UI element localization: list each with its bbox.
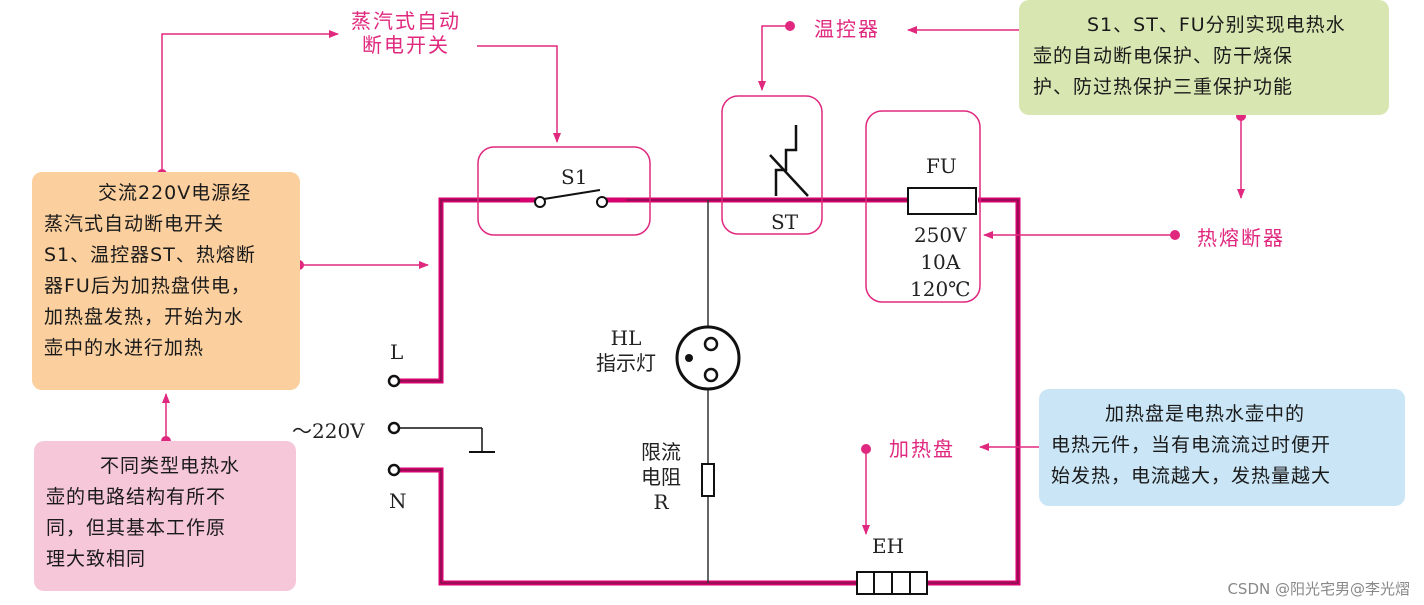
fu-rating: 250V 10A 120℃ [910, 223, 971, 301]
s1-label: S1 [561, 165, 588, 189]
terminal-l-label: L [390, 340, 404, 364]
resistor-r-symbol [701, 463, 715, 497]
st-label: ST [771, 210, 799, 234]
switch-s1-symbol [520, 189, 626, 208]
circuit-types-note: 不同类型电热水 壶的电路结构有所不 同，但其基本工作原 理大致相同 [34, 441, 296, 591]
heater-eh-symbol [856, 571, 928, 595]
callout-arrows [161, 25, 1245, 535]
st-highlight-box [721, 95, 823, 235]
protection-note: S1、ST、FU分别实现电热水 壶的自动断电保护、防干烧保 护、防过热保护三重保… [1019, 0, 1389, 115]
terminal-n-label: N [389, 489, 407, 513]
steam-switch-label: 蒸汽式自动 断电开关 [351, 9, 461, 57]
thermostat-st-symbol [769, 125, 809, 197]
fuse-fu-symbol [907, 187, 977, 215]
power-terminals [387, 374, 495, 477]
heating-plate-label: 加热盘 [889, 437, 955, 461]
s1-highlight-box [477, 146, 651, 236]
heater-note: 加热盘是电热水壶中的 电热元件，当有电流流过时便开 始发热，电流越大，发热量越大 [1039, 389, 1405, 506]
resistor-label: 限流 电阻 R [641, 440, 681, 514]
power-flow-note: 交流220V电源经 蒸汽式自动断电开关 S1、温控器ST、热熔断 器FU后为加热… [32, 172, 300, 390]
hl-label: HL 指示灯 [596, 326, 656, 375]
supply-label: ～220V [292, 419, 365, 443]
thermal-fuse-label: 热熔断器 [1197, 226, 1285, 250]
eh-label: EH [872, 534, 905, 558]
watermark: CSDN @阳光宅男@李光熠 [1227, 580, 1410, 598]
main-circuit-wire [393, 197, 1021, 586]
fu-label: FU [926, 154, 957, 178]
indicator-lamp-symbol [675, 325, 741, 391]
fu-highlight-box [865, 110, 981, 303]
thermostat-label: 温控器 [814, 17, 880, 41]
